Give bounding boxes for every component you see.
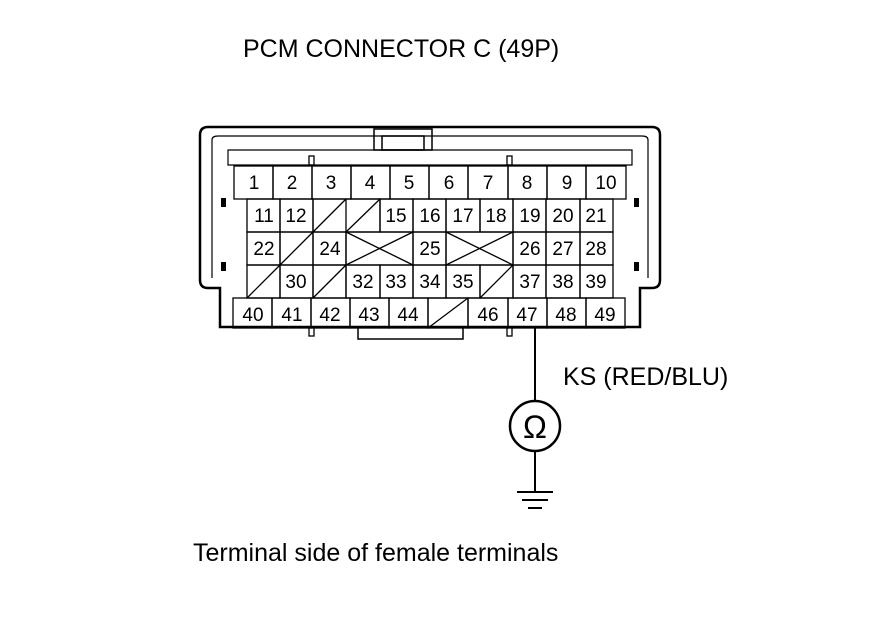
locking-tabs	[221, 198, 639, 271]
diagram-title: PCM CONNECTOR C (49P)	[243, 35, 559, 63]
terminal-labels: 1 2 3 4 5 6 7 8 9 10 11 12 15 16 17 18 1…	[242, 173, 616, 326]
terminal-28: 28	[585, 239, 606, 260]
blank-cavity-slash	[246, 264, 281, 299]
connector-housing	[198, 125, 662, 340]
diagram-caption: Terminal side of female terminals	[193, 539, 558, 567]
terminal-11: 11	[254, 206, 274, 227]
terminal-26: 26	[519, 239, 540, 260]
terminal-32: 32	[352, 272, 373, 293]
terminal-30: 30	[285, 272, 306, 293]
blank-cavity-slash	[312, 198, 347, 233]
terminal-37: 37	[519, 272, 540, 293]
wire-label: KS (RED/BLU)	[563, 363, 728, 391]
terminal-19: 19	[519, 206, 540, 227]
terminal-3: 3	[326, 173, 337, 194]
terminal-47: 47	[516, 305, 537, 326]
terminal-21: 21	[585, 206, 606, 227]
terminal-34: 34	[419, 272, 441, 293]
blank-cavity-slash	[279, 231, 314, 266]
terminal-8: 8	[522, 173, 533, 194]
terminal-7: 7	[483, 173, 494, 194]
terminal-33: 33	[385, 272, 406, 293]
terminal-25: 25	[419, 239, 440, 260]
terminal-38: 38	[552, 272, 573, 293]
terminal-40: 40	[242, 305, 263, 326]
terminal-15: 15	[385, 206, 406, 227]
terminal-9: 9	[562, 173, 573, 194]
blank-cavity-slash	[427, 297, 469, 329]
terminal-41: 41	[281, 305, 302, 326]
blocked-cavity-cross	[345, 231, 414, 266]
terminal-4: 4	[365, 173, 376, 194]
terminal-cell	[585, 297, 626, 329]
terminal-2: 2	[287, 173, 298, 194]
terminal-grid	[232, 165, 627, 329]
terminal-17: 17	[452, 206, 473, 227]
terminal-1: 1	[249, 173, 260, 194]
terminal-18: 18	[485, 206, 506, 227]
terminal-24: 24	[319, 239, 341, 260]
terminal-27: 27	[552, 239, 573, 260]
terminal-5: 5	[404, 173, 415, 194]
terminal-6: 6	[444, 173, 455, 194]
blank-cavity-slash	[312, 264, 347, 299]
terminal-20: 20	[552, 206, 573, 227]
terminal-35: 35	[452, 272, 473, 293]
ground-icon	[517, 491, 553, 509]
terminal-44: 44	[397, 305, 419, 326]
terminal-48: 48	[555, 305, 576, 326]
terminal-46: 46	[477, 305, 498, 326]
probe-circuit	[508, 327, 562, 509]
terminal-39: 39	[585, 272, 606, 293]
blocked-cavity-cross	[445, 231, 514, 266]
blank-cavity-slash	[345, 198, 381, 233]
terminal-22: 22	[253, 239, 274, 260]
terminal-16: 16	[419, 206, 440, 227]
terminal-49: 49	[594, 305, 615, 326]
blank-cavity-slash	[479, 264, 514, 299]
terminal-12: 12	[285, 206, 306, 227]
terminal-43: 43	[358, 305, 379, 326]
terminal-42: 42	[319, 305, 340, 326]
terminal-10: 10	[595, 173, 616, 194]
ohm-symbol: Ω	[523, 409, 547, 445]
